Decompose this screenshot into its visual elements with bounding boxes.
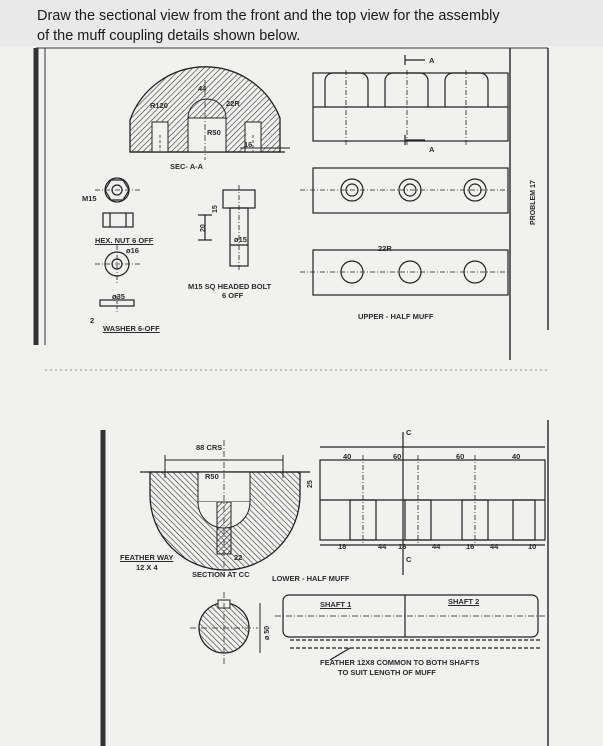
bolt-label: M15 SQ HEADED BOLT — [188, 282, 272, 291]
fasteners — [95, 177, 256, 312]
dim-22r: 22R — [226, 99, 240, 108]
shaft2-label: SHAFT 2 — [448, 597, 480, 606]
assignment-heading: Draw the sectional view from the front a… — [37, 6, 577, 46]
dim-44: 44 — [198, 84, 207, 93]
dim-88-crs: 88 CRS — [196, 443, 223, 452]
dim-40b: 40 — [512, 452, 521, 461]
heading-line-1: Draw the sectional view from the front a… — [37, 8, 500, 24]
problem-label: PROBLEM 17 — [530, 180, 537, 225]
sec-aa-view — [129, 66, 290, 160]
feather-note-2: TO SUIT LENGTH OF MUFF — [338, 668, 436, 677]
dim-60b: 60 — [456, 452, 465, 461]
section-a-bottom: A — [429, 145, 435, 154]
dim-16: 16 — [244, 140, 253, 149]
dim-16c: 16 — [466, 542, 475, 551]
shaft1-label: SHAFT 1 — [320, 600, 352, 609]
dim-phi35: ø35 — [112, 292, 125, 301]
feather-note-1: FEATHER 12X8 COMMON TO BOTH SHAFTS — [320, 658, 480, 667]
bolt-qty: 6 OFF — [222, 291, 244, 300]
dim-22: 22 — [234, 553, 243, 562]
dim-r120: R120 — [150, 101, 168, 110]
m15-label: M15 — [82, 194, 97, 203]
shafts-view — [275, 594, 545, 661]
dim-44c: 44 — [432, 542, 441, 551]
sheet-borders — [33, 47, 550, 746]
dim-16b: 16 — [398, 542, 407, 551]
dim-phi50: ø 50 — [264, 625, 271, 640]
dim-18: 18 — [338, 542, 347, 551]
dim-44d: 44 — [490, 542, 499, 551]
dim-60: 60 — [393, 452, 402, 461]
sec-aa-label: SEC- A-A — [170, 162, 204, 171]
dim-25: 25 — [307, 480, 314, 488]
washer-label: WASHER 6-OFF — [103, 324, 160, 333]
dim-15: 15 — [212, 205, 219, 213]
dim-44b: 44 — [378, 542, 387, 551]
upper-half-label: UPPER - HALF MUFF — [358, 312, 434, 321]
dim-10: 10 — [528, 542, 537, 551]
upper-half-muff — [300, 55, 510, 296]
dim-2: 2 — [90, 316, 95, 325]
dim-r50-lower: R50 — [205, 472, 219, 481]
dim-20: 20 — [200, 224, 207, 232]
dim-40: 40 — [343, 452, 352, 461]
heading-line-2: of the muff coupling details shown below… — [37, 28, 301, 44]
section-c-bottom: C — [406, 555, 412, 564]
feather-way-size: 12 X 4 — [136, 563, 158, 572]
dim-phi15: ø15 — [234, 235, 247, 244]
dim-r50: R50 — [207, 128, 221, 137]
section-c-top: C — [406, 428, 412, 437]
dim-phi16: ø16 — [126, 246, 139, 255]
lower-half-label: LOWER - HALF MUFF — [272, 574, 350, 583]
dim-22r-top: 22R — [378, 244, 392, 253]
feather-way-label: FEATHER WAY — [120, 553, 174, 562]
lower-half-muff — [319, 432, 546, 575]
section-cc-label: SECTION AT CC — [192, 570, 250, 579]
section-a-top: A — [429, 56, 435, 65]
hex-nut-label: HEX. NUT 6 OFF — [95, 236, 154, 245]
section-cc-view — [140, 440, 310, 665]
